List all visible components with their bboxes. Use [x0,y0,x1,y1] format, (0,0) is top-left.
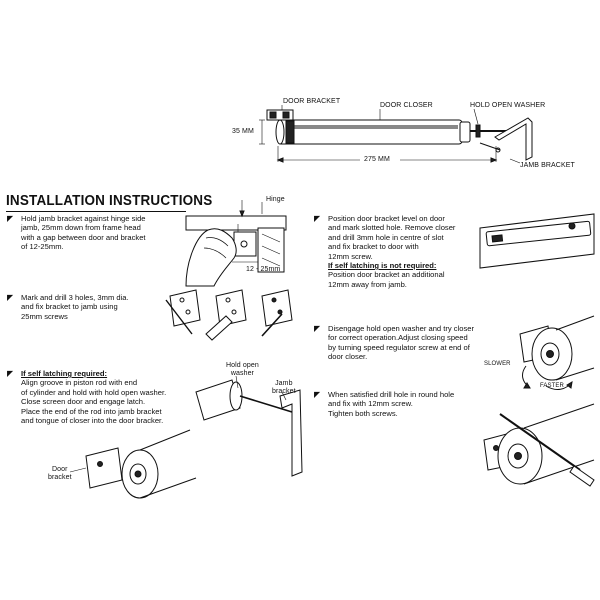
title-divider [6,211,186,212]
door-frame-head [185,215,287,231]
label-door-bracket: DOOR BRACKET [283,98,341,105]
closer-body-figure [195,379,241,421]
jamb-bracket-shape [494,117,533,161]
step-3-text: If self latching required: Align groove … [21,369,166,425]
step-line: of 12-25mm. [21,242,64,252]
step-line: Place the end of the rod into jamb brack… [21,406,162,416]
closer-collar [285,120,295,144]
arrow-marker-icon: ◤ [7,369,14,378]
arrow-marker-icon: ◤ [7,214,14,223]
step-2-text: Mark and drill 3 holes, 3mm dia. and fix… [21,293,129,321]
door-bracket-hole [269,111,277,119]
bracket-drilling [205,289,247,341]
screwdriver-final-icon [499,413,581,471]
bracket-marking [165,289,201,335]
step-line: and fix bracket to jamb using [21,302,118,312]
door-bracket-slot [282,111,290,119]
step-line-heading: If self latching is not required: [328,261,437,271]
step-5-text: Disengage hold open washer and try close… [328,324,474,362]
step-line: Hold jamb bracket against hinge side [21,214,146,223]
step-line: Position door bracket an additional [328,270,445,280]
step-line: and mark slotted hole. Remove closer [328,223,456,233]
step-line: jamb, 25mm down from frame head [21,223,141,233]
step-line: and tongue of closer into the door brack… [21,416,164,426]
jamb-bracket-figure [279,389,303,477]
step-line: 12mm away from jamb. [328,279,407,289]
step-line: When satisfied drill hole in round hole [328,390,455,399]
dim-height: 35 MM [232,128,254,135]
step-line: Align groove in piston rod with end [21,378,138,388]
step-line: by turning speed regulator screw at end … [328,342,470,352]
label-jamb-bracket-figure: Jamb bracket [272,380,296,395]
label-door-closer: DOOR CLOSER [380,102,433,109]
label-slower: SLOWER [484,361,511,367]
step-line: of cylinder and hold with hold open wash… [21,387,167,397]
step-line: and fix bracket to door with [328,242,419,252]
screwdriver-icon [261,313,283,337]
step-line: with a gap between door and bracket [21,232,146,242]
step-line: for correct operation.Adjust closing spe… [328,333,468,343]
label-jamb-bracket: JAMB BRACKET [520,162,575,169]
step-line-heading: If self latching required: [21,369,108,378]
step-line: 25mm screws [21,311,68,321]
step-line: door closer. [328,352,368,362]
step-4-text: Position door bracket level on door and … [328,214,455,289]
step-line: 12mm screw. [328,251,373,261]
arrow-marker-icon: ◤ [314,324,321,333]
label-gap-range: 12 - 25mm [246,266,281,273]
arrow-marker-icon: ◤ [314,390,321,399]
hold-open-washer [475,124,481,138]
step-6-text: When satisfied drill hole in round hole … [328,390,454,418]
drill-icon [205,315,233,341]
step-line: and fix with 12mm screw. [328,399,413,409]
bracket-screwing [261,289,293,337]
page-title: INSTALLATION INSTRUCTIONS [6,193,213,209]
rod-figure [239,395,293,413]
speed-regulator-screw [546,350,554,358]
step-line: Mark and drill 3 holes, 3mm dia. [21,293,129,302]
closer-end-cap [275,119,285,145]
label-faster: FASTER [540,383,564,389]
label-hinge: Hinge [266,196,285,203]
hand-drawing [185,228,237,287]
step-1-text: Hold jamb bracket against hinge side jam… [21,214,146,252]
step-line: Close screen door and engage latch. [21,397,146,407]
step-line: Position door bracket level on door [328,214,445,223]
step-line: Disengage hold open washer and try close… [328,324,475,333]
arrow-marker-icon: ◤ [7,293,14,302]
dim-length: 275 MM [364,156,390,163]
label-hold-open-washer: HOLD OPEN WASHER [470,102,546,109]
label-hold-open-washer-figure: Hold open washer [226,362,259,377]
step-line: and drill 3mm hole in centre of slot [328,232,444,242]
label-door-bracket-figure: Door bracket [48,466,72,481]
step-line: Tighten both screws. [328,408,398,418]
door-bracket-figure [85,447,123,489]
arrow-marker-icon: ◤ [314,214,321,223]
